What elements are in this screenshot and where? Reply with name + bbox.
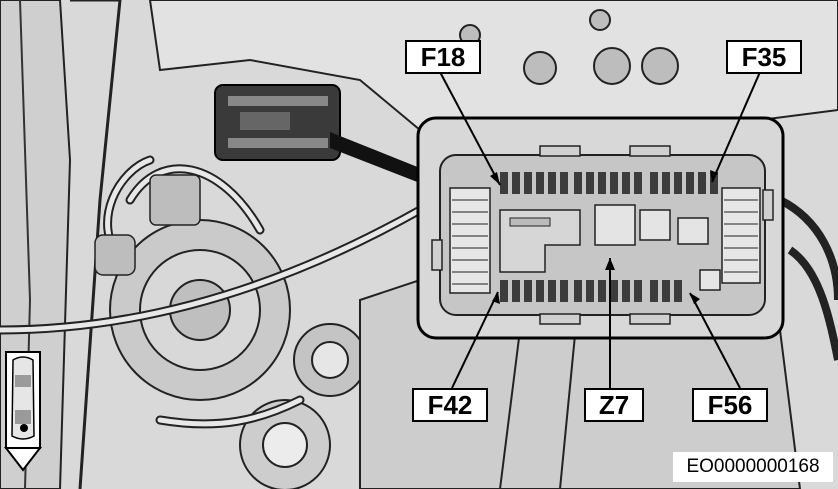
label-f35: F35 xyxy=(726,40,802,74)
strut-tower xyxy=(109,219,291,401)
fusebox-in-situ xyxy=(214,84,341,161)
label-f18: F18 xyxy=(405,40,481,74)
fusebox-detail-panel xyxy=(416,116,785,340)
label-f56: F56 xyxy=(692,388,768,422)
fuse-row-bottom xyxy=(500,280,682,302)
zoom-pointer xyxy=(330,132,425,185)
reservoir-caps xyxy=(239,323,367,489)
label-f42: F42 xyxy=(412,388,488,422)
document-code: EO0000000168 xyxy=(673,452,833,482)
label-z7: Z7 xyxy=(584,388,644,422)
fuse-row-top xyxy=(500,172,718,194)
car-top-view-icon xyxy=(3,351,43,472)
firewall-plugs xyxy=(459,9,679,85)
wiring-harness xyxy=(94,174,201,276)
leader-lines xyxy=(439,71,761,389)
